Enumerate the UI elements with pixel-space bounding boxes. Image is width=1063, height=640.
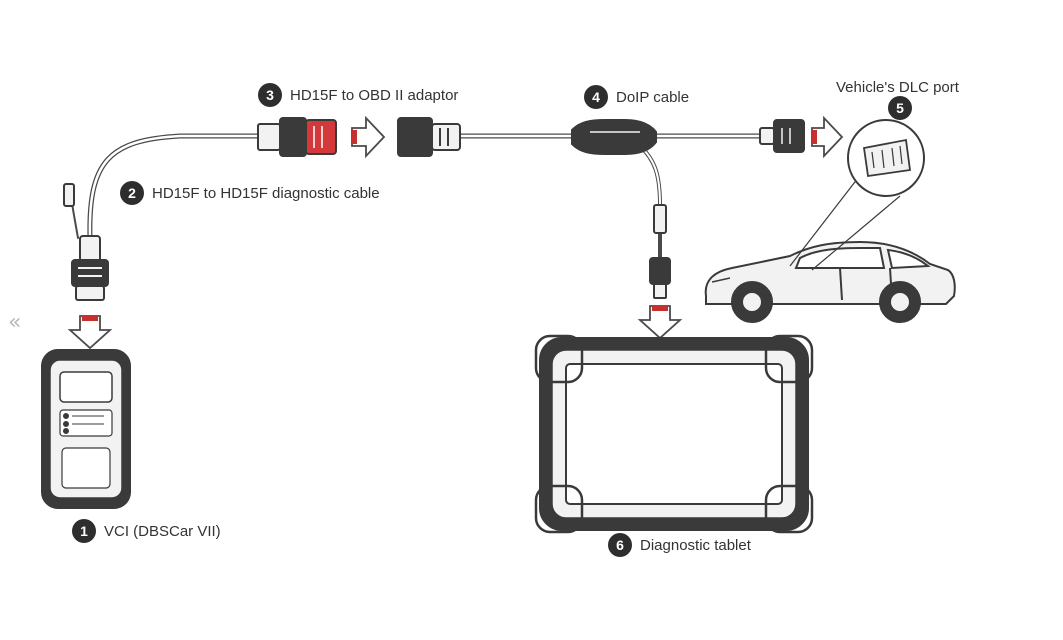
vci-cable-connector (63, 183, 109, 301)
label-component-6: 6 Diagnostic tablet (608, 533, 752, 557)
label-vci: VCI (DBSCar VII) (104, 523, 221, 540)
label-component-1: 1 VCI (DBSCar VII) (72, 519, 221, 543)
label-component-4: 4 DoIP cable (584, 85, 689, 109)
badge-number-6: 6 (616, 537, 624, 553)
usb-connector (649, 204, 671, 299)
badge-number-1: 1 (80, 523, 88, 539)
label-dlc-port: Vehicle's DLC port (836, 79, 960, 96)
label-component-3: 3 HD15F to OBD II adaptor (258, 83, 458, 107)
diagnostic-tablet (534, 334, 814, 534)
label-diagnostic-cable: HD15F to HD15F diagnostic cable (152, 185, 380, 202)
badge-number-3: 3 (266, 87, 274, 103)
vehicle-car (704, 240, 956, 323)
label-component-2: 2 HD15F to HD15F diagnostic cable (120, 181, 380, 205)
arrow-right-icon (351, 115, 386, 159)
arrow-down-icon (67, 315, 113, 350)
flow-arrows (67, 115, 844, 350)
badge-number-2: 2 (128, 185, 136, 201)
doip-obd-plug (397, 117, 461, 157)
arrow-down-icon (637, 305, 683, 340)
arrow-right-icon (811, 115, 844, 159)
badge-number-5: 5 (896, 100, 904, 116)
label-diagnostic-tablet: Diagnostic tablet (640, 537, 752, 554)
dlc-port-callout (789, 119, 925, 271)
label-component-5: Vehicle's DLC port 5 (836, 79, 960, 120)
vci-device (41, 349, 131, 509)
page-left-icon[interactable]: « (8, 310, 22, 335)
label-doip-cable: DoIP cable (616, 89, 689, 106)
doip-vehicle-plug (759, 119, 805, 153)
label-obd-adaptor: HD15F to OBD II adaptor (290, 87, 458, 104)
cables (69, 133, 763, 260)
doip-splitter (571, 119, 657, 155)
badge-number-4: 4 (592, 89, 600, 105)
obd-adaptor-3 (257, 117, 337, 157)
